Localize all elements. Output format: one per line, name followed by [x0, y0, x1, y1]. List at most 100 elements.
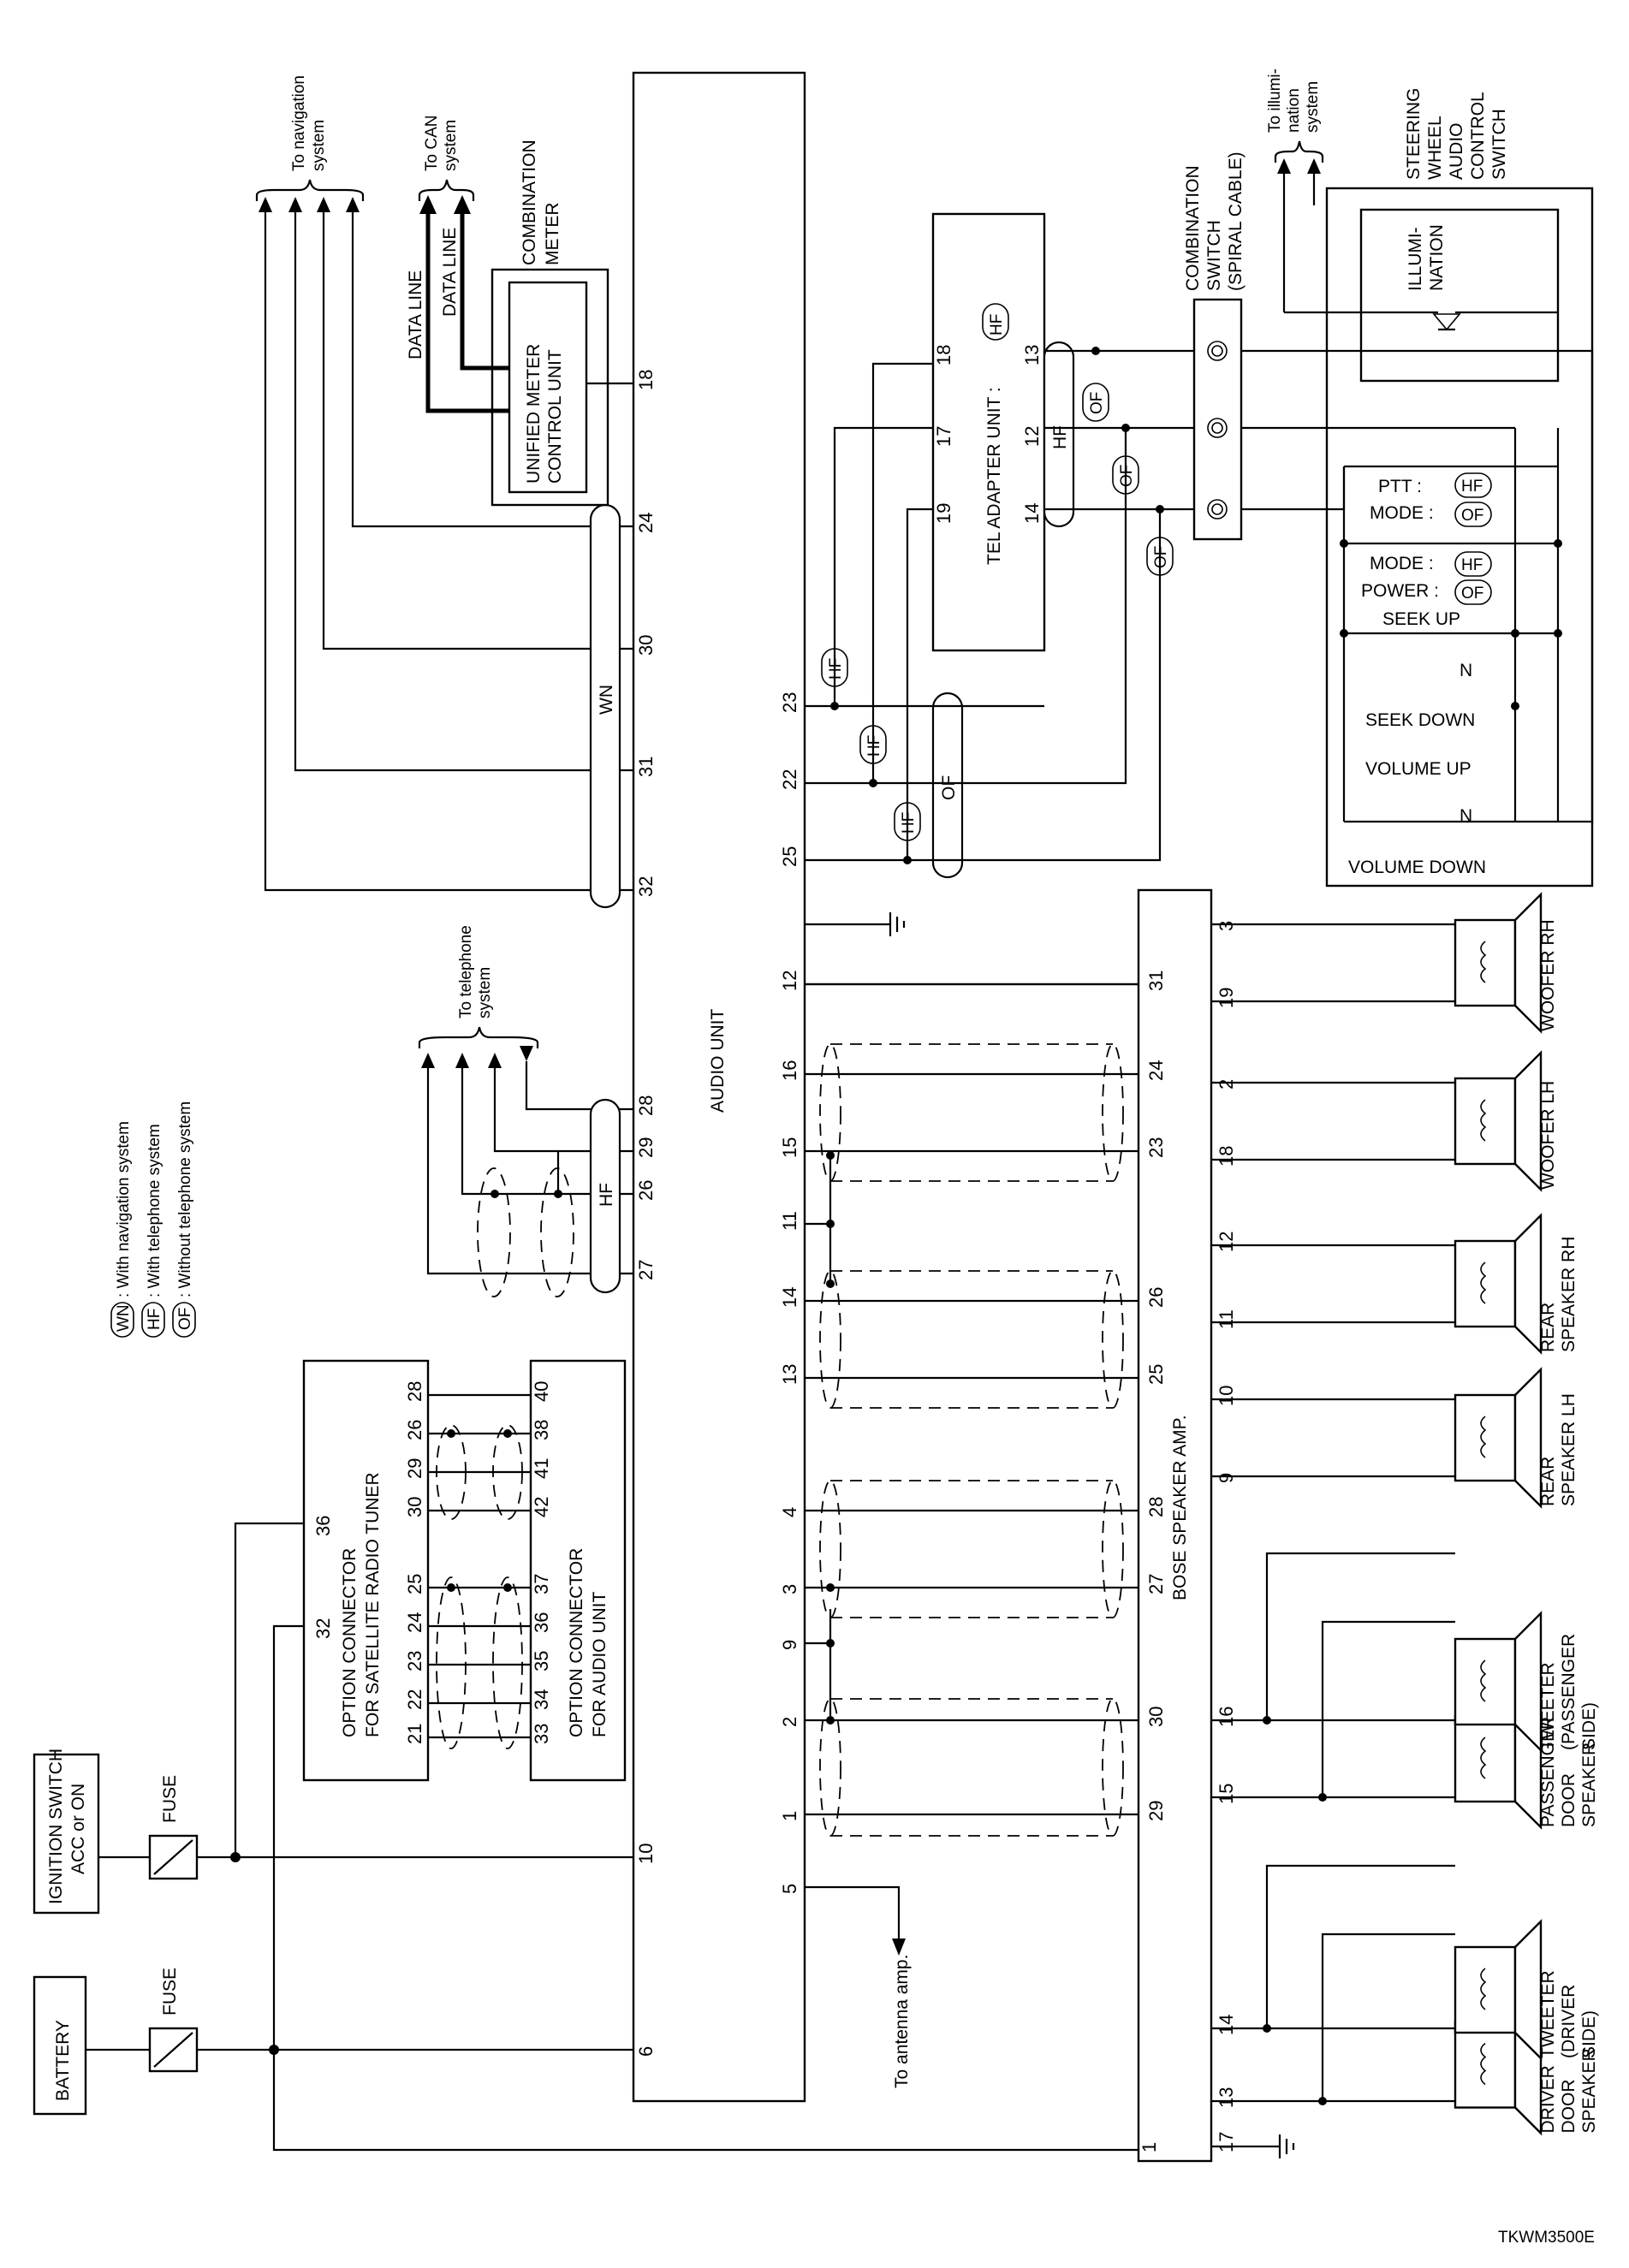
steering-label-5: SWITCH [1489, 109, 1509, 180]
tweeter-pass-tap-a [1265, 1552, 1455, 1720]
illumination-label-2: NATION [1427, 224, 1447, 291]
amp-pin-25: 25 [1145, 1364, 1167, 1385]
wire-tag-text-0: HF [827, 658, 845, 680]
option-splice-3 [503, 1429, 512, 1438]
amp-pin-26: 26 [1145, 1287, 1167, 1308]
audio-pin-26: 26 [635, 1180, 657, 1201]
speaker-coil-1 [1480, 1968, 1487, 2010]
amp-pin-31: 31 [1145, 971, 1167, 991]
to-illumination-label-1: To illumi- [1266, 68, 1284, 133]
shield-tuner-b [492, 1576, 523, 1749]
combination-switch-label-3: (SPIRAL CABLE) [1226, 151, 1246, 291]
seek-up-label: SEEK UP [1382, 609, 1460, 629]
audio-pin-2: 2 [779, 1717, 800, 1727]
option-splice-0 [447, 1583, 455, 1592]
wire-tag-5: OF [1146, 537, 1174, 576]
to-telephone-label-2: system [476, 967, 494, 1018]
legend-wn-text: : With navigation system [115, 1121, 133, 1297]
amp-out-pin-16: 16 [1216, 1707, 1237, 1727]
option-audio-pin-35: 35 [531, 1651, 552, 1671]
drain-dot-3 [826, 1220, 835, 1228]
option-audio-pin-42: 42 [531, 1497, 552, 1517]
tweeter-dot-3 [1318, 1793, 1327, 1802]
amp-out-pin-15: 15 [1216, 1784, 1237, 1804]
tel-dot-1 [869, 779, 877, 787]
amp-out-pin-9: 9 [1216, 1473, 1237, 1483]
wire-tag-text-5: OF [1152, 546, 1170, 568]
wire-tag-shape-0 [821, 648, 848, 687]
wire-tag-shape-4 [1112, 455, 1139, 495]
option-audio-label-1: OPTION CONNECTOR [567, 1548, 586, 1737]
harness-hf-tel-adapter: HF [1043, 341, 1075, 528]
tel-pin-17: 17 [933, 426, 954, 447]
audio-pin-5: 5 [779, 1884, 800, 1894]
tweeter-dot-1 [1318, 2097, 1327, 2105]
tel-dot-3 [1091, 347, 1100, 355]
harness-of-audio: OF [931, 692, 964, 879]
tuner-pin-24: 24 [404, 1612, 425, 1633]
tweeter-pass-tap-b [1321, 1620, 1455, 1797]
amp-out-pin-13: 13 [1216, 2087, 1237, 2108]
audio-pin-29: 29 [635, 1137, 657, 1158]
bose-speaker-amp: BOSE SPEAKER AMP. [1137, 888, 1213, 2163]
shield-l-2 [819, 1270, 841, 1409]
speaker-label-0-2: SPEAKER [1579, 2048, 1599, 2133]
drain-dot-1 [826, 1716, 835, 1725]
to-illumination-label-2: nation [1285, 88, 1303, 133]
tuner-pin-21: 21 [404, 1724, 425, 1744]
to-can-label-1: To CAN [423, 116, 441, 171]
audio-pin-27: 27 [635, 1260, 657, 1280]
harness-of-tag: OF [939, 775, 959, 800]
speaker-body-1 [1454, 1945, 1517, 2034]
option-connector-audio-unit: OPTION CONNECTOR FOR AUDIO UNIT [529, 1359, 627, 1782]
switch-tag-of-mode: OF [1454, 502, 1492, 527]
audio-pin-3: 3 [779, 1584, 800, 1594]
wire-tag-2: HF [894, 802, 921, 841]
to-navigation-label-2: system [310, 120, 328, 171]
wire-tag-text-4: OF [1118, 465, 1136, 487]
amp-out-pin-12: 12 [1216, 1232, 1237, 1252]
speaker-label-4-1: SPEAKER LH [1559, 1393, 1578, 1506]
speaker-cone-4 [1513, 1367, 1543, 1509]
amp-pin-batt: 1 [1139, 2142, 1160, 2152]
to-navigation-label-1: To navigation [290, 75, 308, 171]
audio-unit: AUDIO UNIT [632, 71, 806, 2103]
tel-adapter-unit: TEL ADAPTER UNIT : HF [931, 212, 1046, 652]
amp-out-pin-19: 19 [1216, 988, 1237, 1008]
speaker-label-5-1: SPEAKER RH [1559, 1237, 1578, 1352]
amp-pin-28: 28 [1145, 1497, 1167, 1517]
drain-dot-4 [826, 1279, 835, 1288]
switch-line-14 [1241, 466, 1346, 511]
audio-pin-12: 12 [779, 971, 800, 991]
wire-tag-shape-3 [1082, 383, 1109, 422]
volume-up-label: VOLUME UP [1365, 759, 1471, 779]
mode-label-hf: MODE : [1370, 554, 1434, 573]
combination-meter: UNIFIED METER CONTROL UNIT COMBINATION M… [490, 140, 633, 507]
amp-pin-gnd: 17 [1216, 2132, 1237, 2152]
amp-out-pin-10: 10 [1216, 1386, 1237, 1406]
tweeter-dot-0 [1263, 2024, 1271, 2033]
speaker-label-4-0: REAR [1538, 1457, 1558, 1506]
switch-tag-hf-ptt: HF [1454, 472, 1492, 498]
ground-symbol-amp [1278, 2134, 1295, 2158]
wire-tag-shape-1 [859, 725, 887, 764]
svg-text:HF: HF [1461, 478, 1483, 496]
ignition-switch-label-2: ACC or ON [68, 1784, 88, 1874]
wire-hf-17 [833, 426, 933, 706]
option-splice-1 [503, 1583, 512, 1592]
option-audio-pin-41: 41 [531, 1458, 552, 1479]
audio-pin-30: 30 [635, 635, 657, 656]
unified-meter-label-1: UNIFIED METER [524, 344, 544, 484]
speaker-coil-0 [1480, 2042, 1487, 2086]
option-audio-pin-33: 33 [531, 1724, 552, 1744]
wire-tag-4: OF [1112, 455, 1139, 495]
audio-pin-14: 14 [779, 1287, 800, 1308]
speaker-label-0-1: DOOR [1559, 2080, 1578, 2134]
shield-r-3 [1102, 1043, 1124, 1182]
speaker-label-3-0: TWEETER [1538, 1662, 1558, 1750]
shield-r-1 [1102, 1480, 1124, 1618]
speaker-cone-3 [1513, 1611, 1543, 1753]
